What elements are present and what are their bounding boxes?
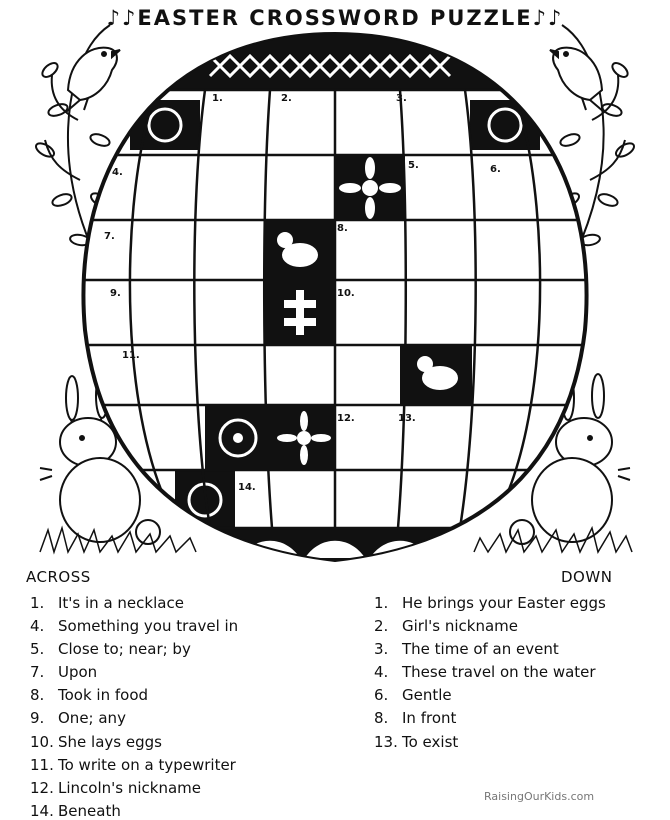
grid-number-6: 6.	[490, 164, 501, 175]
grid-number-3: 3.	[396, 93, 407, 104]
across-heading: ACROSS	[26, 568, 91, 586]
grid-number-8: 8.	[337, 223, 348, 234]
grid-number-12: 12.	[337, 413, 355, 424]
puzzle-title: ♪♪EASTER CROSSWORD PUZZLE♪♪	[106, 6, 564, 30]
easter-egg-crossword-grid	[81, 31, 589, 563]
down-clue: 6.Gentle	[374, 686, 452, 704]
grid-number-13: 13.	[398, 413, 416, 424]
site-credit: RaisingOurKids.com	[484, 790, 595, 803]
grid-number-10: 10.	[337, 288, 355, 299]
left-bird-illustration	[65, 46, 121, 113]
down-clue: 1.He brings your Easter eggs	[374, 594, 606, 612]
grid-number-7: 7.	[104, 231, 115, 242]
grid-number-5: 5.	[408, 160, 419, 171]
down-heading: DOWN	[561, 568, 613, 586]
across-clue: 10.She lays eggs	[30, 733, 162, 751]
grid-number-11: 11.	[122, 350, 140, 361]
across-clue: 9.One; any	[30, 709, 126, 727]
down-clue: 3.The time of an event	[374, 640, 559, 658]
across-clue: 7.Upon	[30, 663, 98, 681]
across-clue: 8.Took in food	[30, 686, 149, 704]
down-clue: 2.Girl's nickname	[374, 617, 518, 635]
down-clue: 8.In front	[374, 709, 457, 727]
grid-number-14: 14.	[238, 482, 256, 493]
across-clue: 5.Close to; near; by	[30, 640, 191, 658]
down-clue: 4.These travel on the water	[374, 663, 596, 681]
right-bunny-illustration	[509, 373, 631, 545]
grass-decoration	[39, 525, 633, 555]
across-clue: 1.It's in a necklace	[30, 594, 184, 612]
grid-number-4: 4.	[112, 167, 123, 178]
across-clue: 4.Something you travel in	[30, 617, 239, 635]
grid-number-9: 9.	[110, 288, 121, 299]
across-clue: 11.To write on a typewriter	[30, 756, 236, 774]
right-vine-decoration	[559, 24, 636, 256]
grid-number-2: 2.	[281, 93, 292, 104]
across-clue: 14.Beneath	[30, 802, 121, 820]
right-bird-illustration	[549, 46, 605, 113]
grid-number-1: 1.	[212, 93, 223, 104]
down-clue: 13.To exist	[374, 733, 459, 751]
across-clue: 12.Lincoln's nickname	[30, 779, 201, 797]
